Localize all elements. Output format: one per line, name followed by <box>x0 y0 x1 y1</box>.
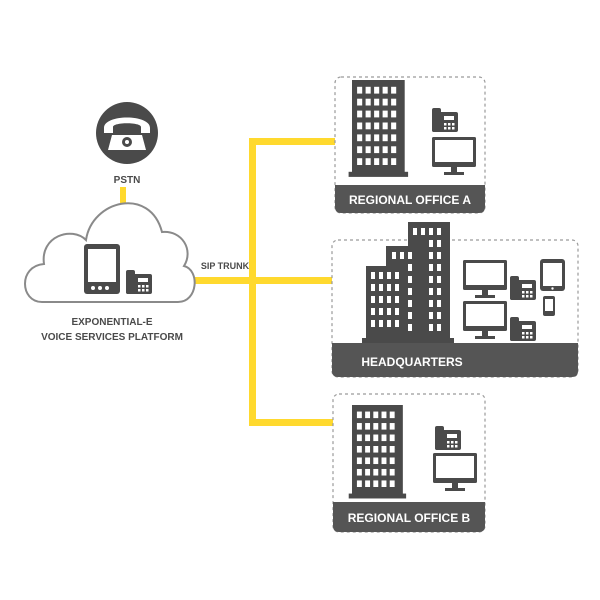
office-regional-a: REGIONAL OFFICE A <box>334 76 486 214</box>
pstn-link <box>120 187 126 205</box>
trunk-line-main <box>194 277 336 284</box>
trunk-line-vertical <box>249 138 256 426</box>
sip-trunk-label: SIP TRUNK <box>201 261 250 271</box>
pstn-label: PSTN <box>114 175 141 186</box>
office-name: REGIONAL OFFICE B <box>348 511 471 525</box>
sip-trunk-connectors <box>120 138 336 426</box>
office-name: REGIONAL OFFICE A <box>349 193 471 207</box>
trunk-line-regional-a <box>249 138 336 145</box>
office-headquarters: HEADQUARTERS <box>331 222 579 378</box>
server-icon <box>84 244 120 294</box>
office-regional-b: REGIONAL OFFICE B <box>332 393 486 533</box>
pstn-node: PSTN <box>96 102 158 186</box>
office-building-icon <box>348 405 407 499</box>
office-name: HEADQUARTERS <box>361 355 462 369</box>
platform-label-line2: VOICE SERVICES PLATFORM <box>41 332 183 343</box>
platform-label-line1: EXPONENTIAL-E <box>71 317 152 328</box>
office-banner <box>335 185 485 213</box>
smartphone-icon <box>543 296 555 316</box>
voice-platform-cloud <box>24 202 196 303</box>
telephone-icon <box>96 102 158 164</box>
office-banner <box>333 502 485 532</box>
office-building-icon <box>348 80 409 177</box>
tablet-icon <box>540 259 565 291</box>
office-tower-icon <box>362 222 454 343</box>
trunk-line-regional-b <box>249 419 336 426</box>
office-banner <box>332 343 578 377</box>
